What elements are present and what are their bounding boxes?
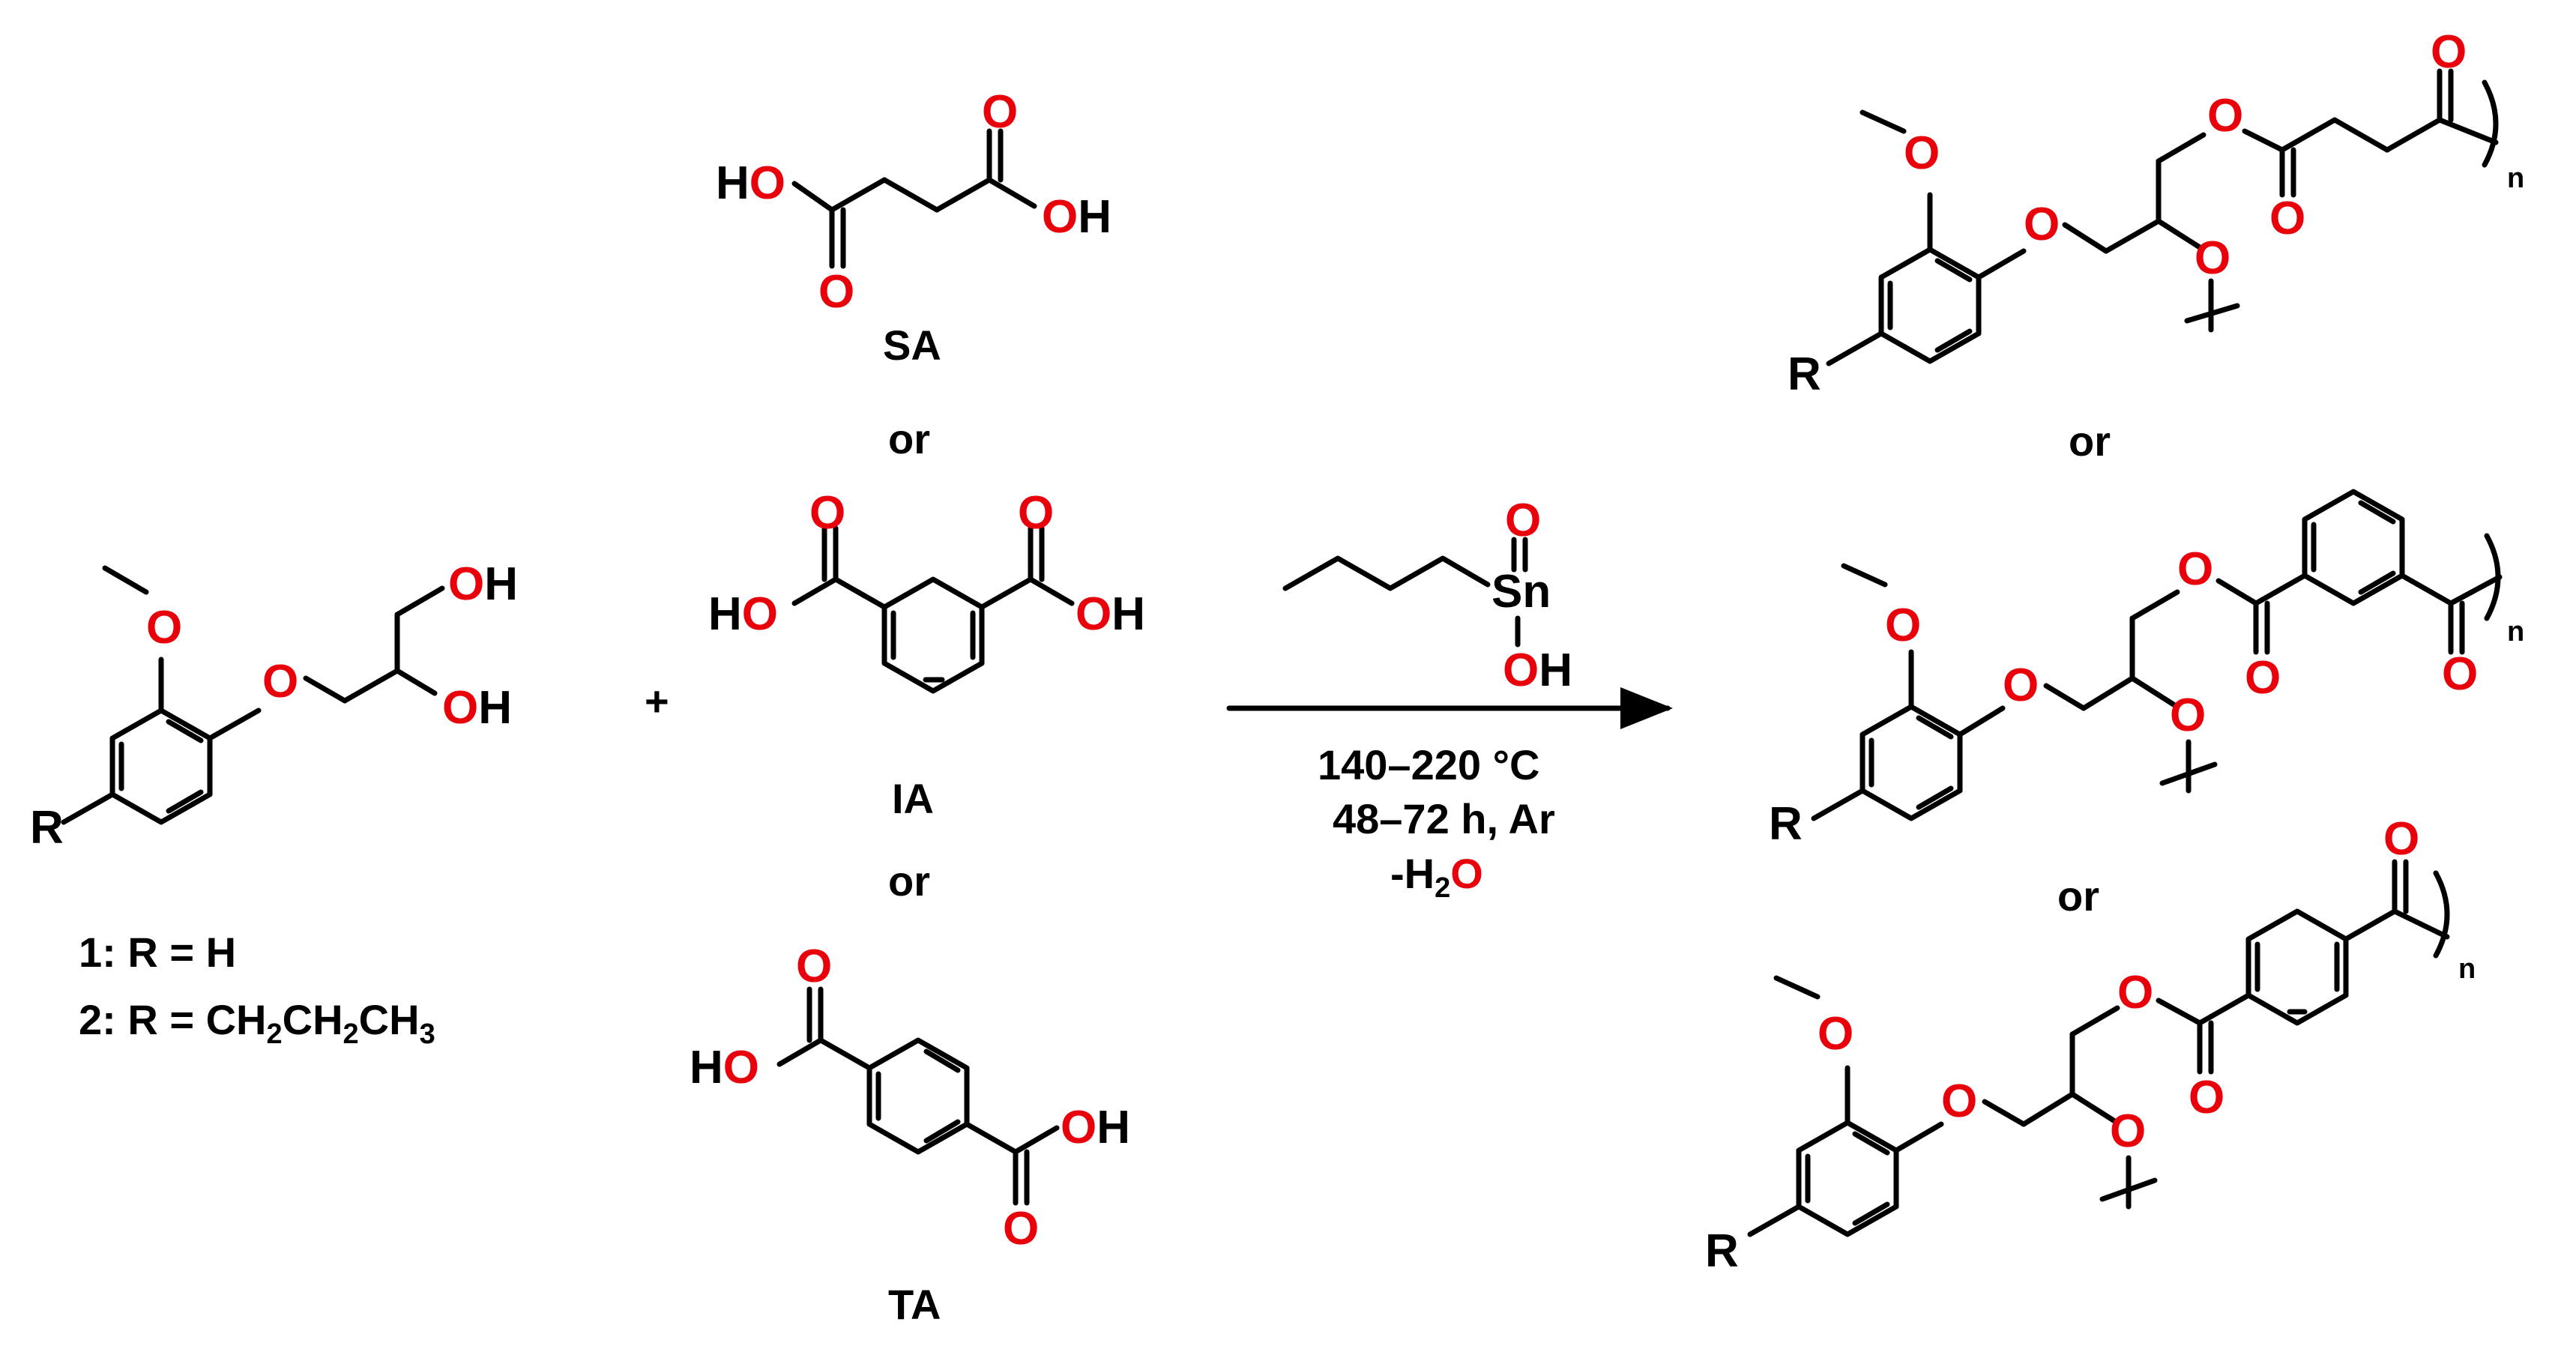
p2-ester-o: O — [2177, 543, 2213, 595]
p3-r-group: R — [1705, 1225, 1739, 1277]
ta-oh: OH — [1061, 1102, 1130, 1153]
ta-label: TA — [888, 1281, 941, 1328]
ta-carbonyl-o2: O — [1003, 1203, 1039, 1255]
p3-ester-o: O — [2117, 967, 2153, 1018]
p1-ether-o: O — [2024, 199, 2060, 250]
r-group: R — [30, 802, 64, 854]
or-2: or — [888, 857, 930, 905]
ia-oh: OH — [1076, 588, 1145, 640]
reactant-diol: R O O OH OH — [30, 558, 518, 854]
p3-repeat-n: n — [2458, 953, 2476, 985]
ta-ho: HO — [690, 1042, 759, 1093]
p3-methoxy-o: O — [1818, 1008, 1853, 1060]
p3-sec-o: O — [2110, 1105, 2146, 1157]
ta-carbonyl-o1: O — [796, 941, 832, 992]
or-1: or — [888, 415, 930, 462]
terephthalic-acid: O HO O OH — [690, 941, 1130, 1255]
product-succinate-polyester: R O O O O O O n — [1788, 26, 2524, 400]
time-atmosphere-condition: 48–72 h, Ar — [1333, 795, 1555, 842]
ia-ho: HO — [708, 588, 778, 640]
compound-2-label: 2: R = CH2CH2CH3 — [79, 996, 435, 1050]
or-product-1: or — [2069, 417, 2111, 465]
p3-carbonyl-o2: O — [2383, 813, 2419, 865]
catalyst-butylstannoic-acid: Sn O OH — [1282, 495, 1572, 696]
p2-sec-o: O — [2170, 689, 2206, 741]
p1-carbonyl-o1: O — [2269, 193, 2305, 244]
product-isophthalate-polyester: R O O O O O O n — [1769, 489, 2524, 850]
tin-hydroxyl: OH — [1503, 645, 1572, 696]
p2-carbonyl-o1: O — [2245, 652, 2281, 704]
isophthalic-acid: O HO O OH — [708, 487, 1145, 694]
p1-carbonyl-o2: O — [2431, 26, 2467, 78]
p1-ester-o: O — [2207, 90, 2243, 142]
succinic-acid: HO O O OH — [716, 86, 1111, 318]
p2-carbonyl-o2: O — [2442, 648, 2478, 700]
or-product-2: or — [2057, 872, 2099, 920]
primary-hydroxyl: OH — [448, 558, 518, 610]
p1-sec-o: O — [2195, 232, 2230, 284]
p3-carbonyl-o1: O — [2189, 1072, 2224, 1123]
sa-label: SA — [883, 322, 941, 369]
sa-oh: OH — [1042, 191, 1111, 243]
byproduct-water: -H2O — [1390, 850, 1483, 904]
p1-r-group: R — [1788, 348, 1821, 400]
tin-oxo: O — [1505, 495, 1541, 546]
p2-ether-o: O — [2003, 660, 2039, 711]
tin-atom: Sn — [1491, 566, 1551, 618]
p3-ether-o: O — [1941, 1075, 1977, 1127]
ia-label: IA — [892, 775, 934, 822]
sa-carbonyl-o2: O — [982, 86, 1018, 138]
product-terephthalate-polyester: R O O O O O O n — [1705, 813, 2476, 1277]
sa-ho: HO — [716, 157, 785, 209]
ia-carbonyl-o1: O — [809, 487, 845, 539]
sa-carbonyl-o1: O — [818, 266, 854, 318]
p2-repeat-n: n — [2507, 616, 2524, 648]
temperature-condition: 140–220 °C — [1318, 741, 1539, 788]
plus-sign: + — [645, 677, 669, 725]
p2-r-group: R — [1769, 798, 1803, 850]
compound-1-label: 1: R = H — [79, 929, 236, 976]
methoxy-oxygen: O — [146, 602, 182, 654]
p1-repeat-n: n — [2507, 163, 2524, 194]
p2-methoxy-o: O — [1885, 600, 1921, 651]
ether-oxygen: O — [262, 656, 298, 707]
p1-methoxy-o: O — [1904, 127, 1940, 179]
secondary-hydroxyl: OH — [442, 682, 512, 734]
ia-carbonyl-o2: O — [1018, 487, 1054, 539]
